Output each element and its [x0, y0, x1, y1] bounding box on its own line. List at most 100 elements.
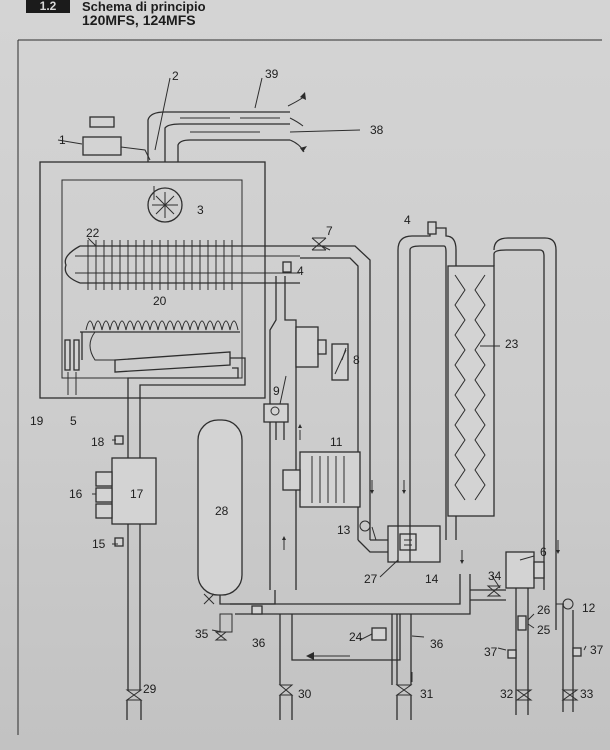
callout-5: 5: [70, 414, 77, 428]
callout-28: 28: [215, 504, 229, 518]
callout-37b: 37: [590, 643, 604, 657]
callout-13: 13: [337, 523, 351, 537]
gas-valve-coil-3: [95, 503, 113, 519]
vessel-drain-valve: [203, 593, 215, 605]
boiler-casing: [39, 161, 266, 399]
circulation-pump: [299, 451, 361, 508]
pump-head: [282, 469, 301, 491]
callout-33: 33: [580, 687, 594, 701]
gas-inlet: [126, 700, 142, 720]
callout-26: 26: [537, 603, 551, 617]
filling-cock: [371, 627, 387, 641]
callout-11: 11: [330, 435, 343, 449]
callout-14: 14: [425, 572, 439, 586]
gas-cock: [125, 689, 143, 701]
valve-7: [311, 237, 327, 251]
callout-9: 9: [273, 384, 280, 398]
callout-16: 16: [69, 487, 83, 501]
burner-flames: [85, 320, 239, 331]
valve-actuator: [399, 533, 417, 551]
dhw-return-loop: [493, 237, 557, 630]
air-pressure-switch-link: [120, 146, 151, 161]
pipe-33: [562, 604, 574, 712]
callout-4a: 4: [404, 213, 411, 227]
heating-return-outlet: [279, 614, 401, 685]
ionization-electrode: [73, 339, 80, 371]
gas-inlet-test-point: [114, 435, 124, 445]
callout-36a: 36: [252, 636, 266, 650]
callout-8: 8: [353, 353, 360, 367]
heating-flow-cock: [395, 684, 413, 696]
dhw-flow-switch: [505, 551, 535, 589]
burner-body: [80, 331, 240, 373]
callout-27: 27: [364, 572, 378, 586]
outlet-cock-33: [561, 689, 579, 701]
callout-3: 3: [197, 203, 204, 217]
test-point-37b: [572, 647, 582, 657]
exhaust-outlet-arrows: [287, 95, 306, 153]
callout-29: 29: [143, 682, 157, 696]
callout-37a: 37: [484, 645, 498, 659]
callout-4b: 4: [297, 264, 304, 278]
dhw-test-point: [507, 649, 517, 659]
exchanger-tubes: [75, 255, 300, 274]
safety-thermostat: [295, 326, 319, 368]
gas-valve-coil-2: [95, 487, 113, 503]
callout-25: 25: [537, 623, 551, 637]
flue-duct: [147, 111, 290, 162]
callout-23: 23: [505, 337, 519, 351]
secondary-heat-exchanger: [447, 265, 495, 517]
callout-1: 1: [59, 133, 66, 147]
automatic-air-vent: [282, 261, 292, 273]
air-pressure-switch-cap: [89, 116, 115, 128]
air-pressure-switch: [82, 136, 122, 156]
bottom-manifold: [230, 574, 471, 615]
pump-motor-lines: [311, 456, 345, 503]
gas-pipe-lower: [127, 678, 141, 690]
callout-19: 19: [30, 414, 44, 428]
flue-arrows: [180, 117, 280, 133]
callout-34: 34: [488, 569, 502, 583]
callout-30: 30: [298, 687, 312, 701]
heating-return-cock: [278, 684, 294, 696]
gas-valve-coil-1: [95, 471, 113, 487]
dhw-limiter-valve: [486, 585, 502, 597]
secondary-exchanger-zigzag-right: [474, 274, 486, 501]
dhw-filter: [517, 615, 527, 631]
callout-38: 38: [370, 123, 384, 137]
callout-12: 12: [582, 601, 596, 615]
section-number: 1.2: [26, 0, 70, 13]
callout-35: 35: [195, 627, 209, 641]
secondary-exchanger-zigzag-left: [454, 274, 466, 501]
air-vent-pipe: [397, 227, 457, 562]
callout-18: 18: [91, 435, 105, 449]
flow-sensor: [317, 339, 327, 355]
callout-36b: 36: [430, 637, 444, 651]
dhw-air-vent: [427, 221, 437, 235]
leader-lines: [57, 77, 587, 651]
fan: [147, 187, 183, 223]
drain-cock: [251, 605, 263, 615]
diagram-frame: [17, 39, 602, 735]
pressure-relief-valve: [219, 613, 233, 633]
callout-17: 17: [130, 487, 144, 501]
callout-6: 6: [540, 545, 547, 559]
callout-22: 22: [86, 226, 100, 240]
primary-heat-exchanger: [64, 245, 300, 284]
fan-blades: [152, 192, 178, 218]
diagram-title: Schema di principio: [82, 0, 206, 14]
dhw-outlet-pipe: [515, 588, 529, 650]
callout-32: 32: [500, 687, 514, 701]
flow-arrows: [153, 186, 559, 682]
gas-outlet-test-point: [114, 537, 124, 547]
callout-31: 31: [420, 687, 434, 701]
model-list: 120MFS, 124MFS: [82, 12, 196, 28]
heating-flow-pipe: [300, 245, 371, 540]
callout-24: 24: [349, 630, 363, 644]
gas-valve: [111, 457, 157, 525]
ignition-electrode: [64, 339, 71, 371]
callout-39: 39: [265, 67, 279, 81]
dhw-pipe-37a: [515, 650, 529, 715]
